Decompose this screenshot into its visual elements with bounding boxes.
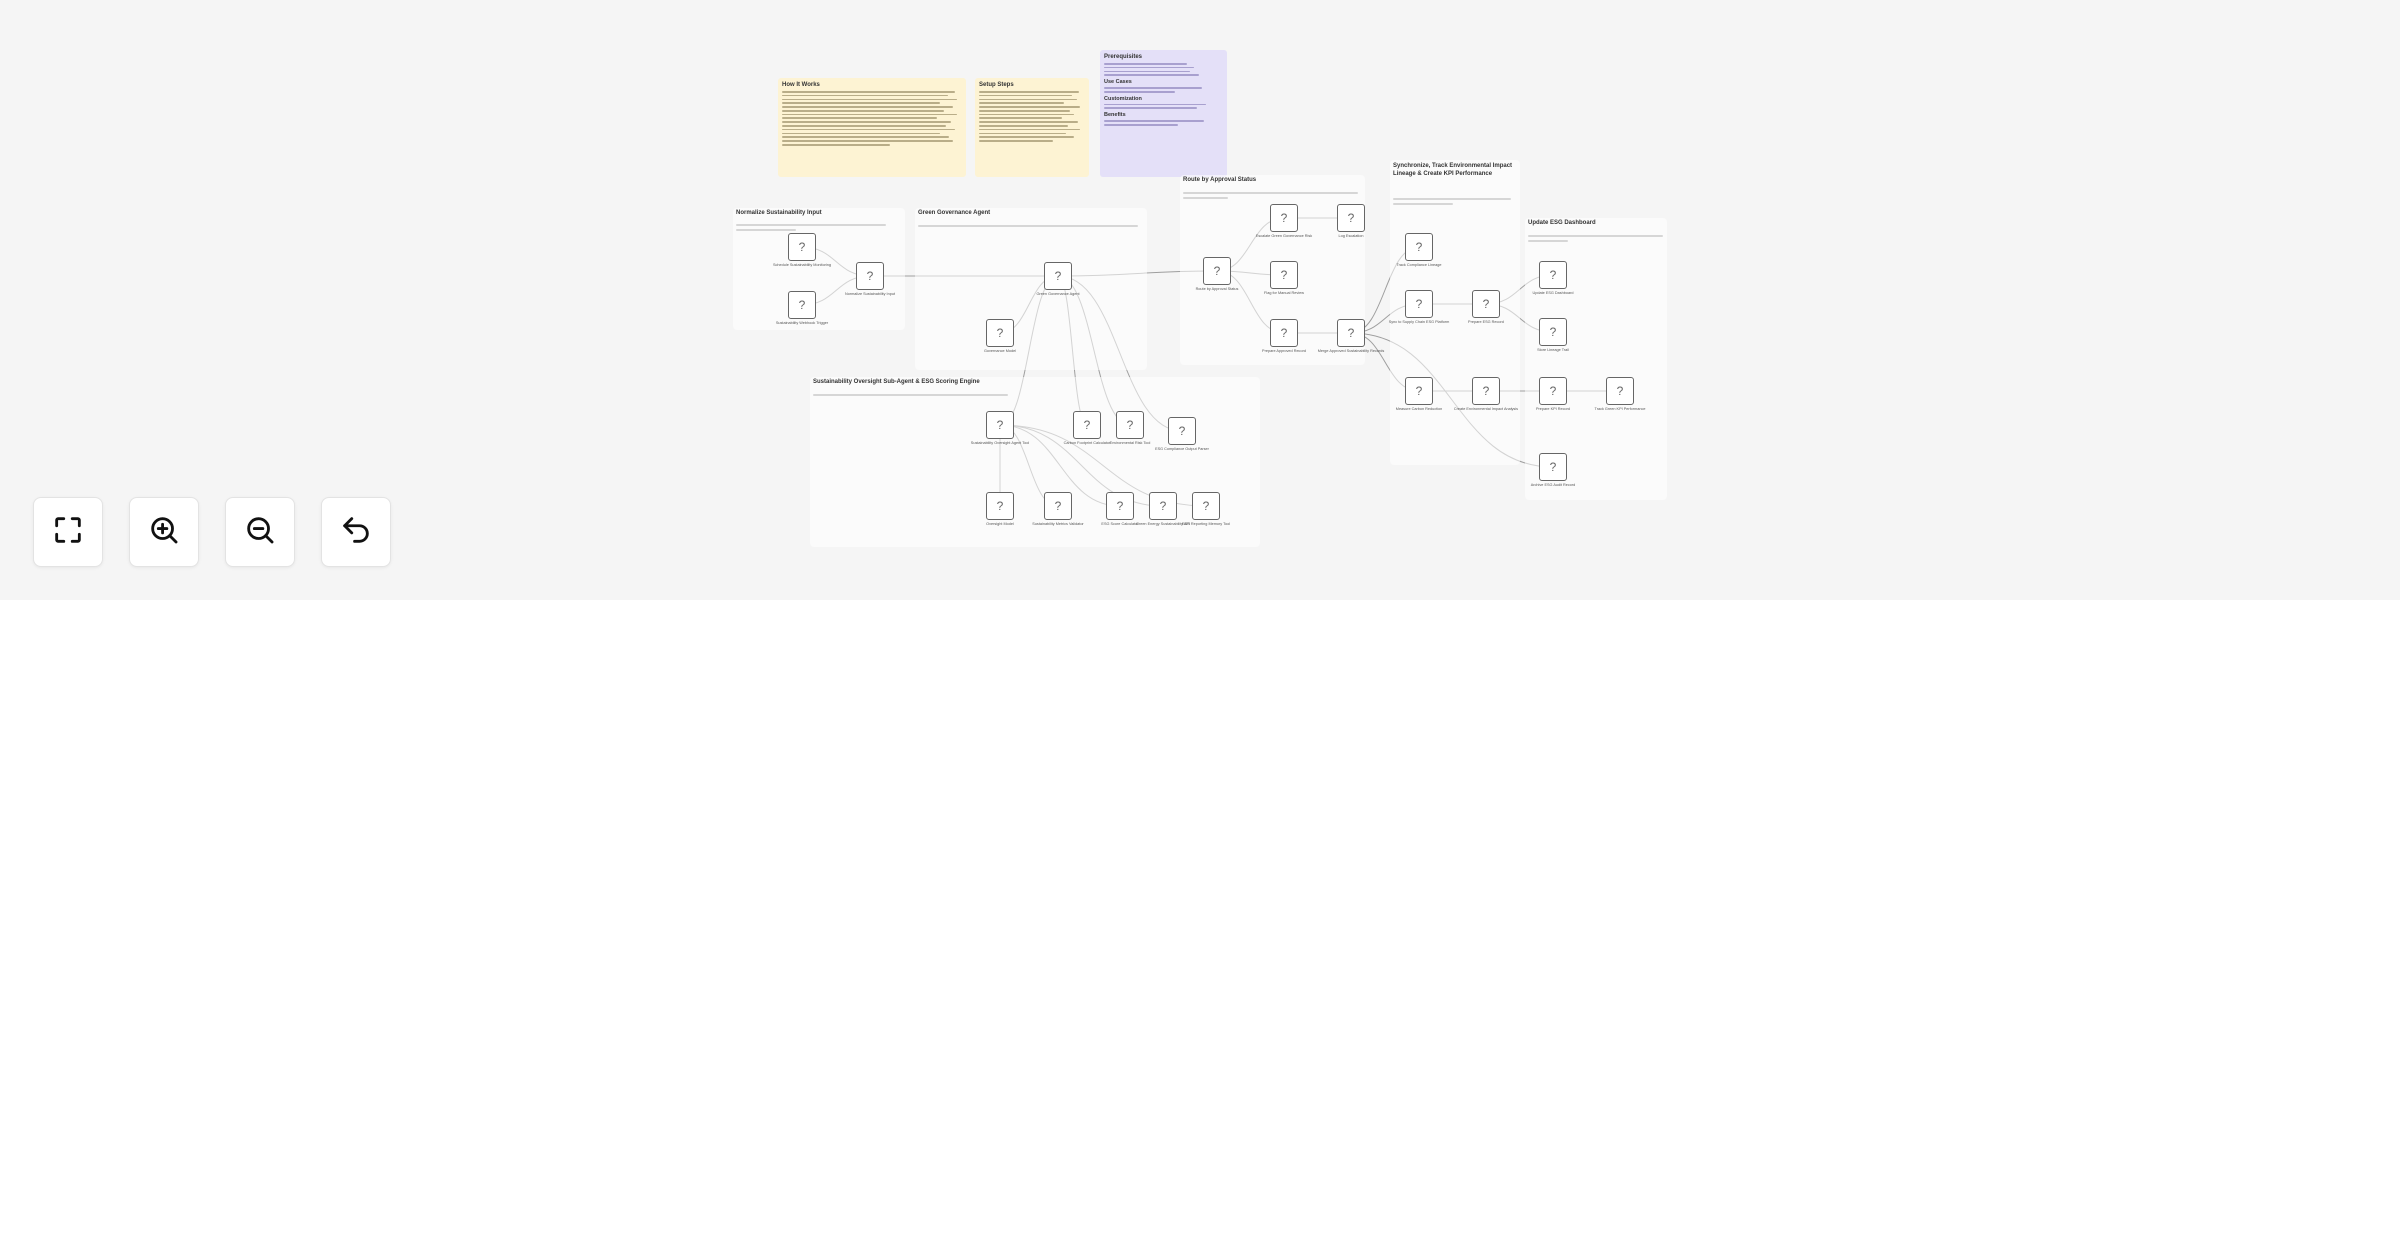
node-measure-carbon-reduction[interactable]: ? bbox=[1405, 377, 1433, 405]
node-label: Prepare KPI Record bbox=[1536, 407, 1570, 411]
node-archive-audit-record[interactable]: ? bbox=[1539, 453, 1567, 481]
node-update-esg-dashboard[interactable]: ? bbox=[1539, 261, 1567, 289]
workflow-canvas[interactable]: How It Works Setup Steps Prerequisites U… bbox=[0, 0, 2400, 600]
node-label: Create Environmental Impact Analysis bbox=[1453, 407, 1519, 411]
node-green-governance-agent[interactable]: ? bbox=[1044, 262, 1072, 290]
node-label: Store Lineage Trail bbox=[1537, 348, 1569, 352]
node-label: Prepare ESG Record bbox=[1468, 320, 1504, 324]
node-label: Flag for Manual Review bbox=[1264, 291, 1304, 295]
node-sync-supply-chain[interactable]: ? bbox=[1405, 290, 1433, 318]
node-esg-output-parser[interactable]: ? bbox=[1168, 417, 1196, 445]
node-label: Prepare Approved Record bbox=[1262, 349, 1306, 353]
node-merge-approved-records[interactable]: ? bbox=[1337, 319, 1365, 347]
node-label: Merge Approved Sustainability Records bbox=[1317, 349, 1385, 353]
group-title: Synchronize, Track Environmental Impact … bbox=[1393, 163, 1513, 177]
note-setup-steps[interactable]: Setup Steps bbox=[975, 78, 1089, 177]
node-label: Carbon Footprint Calculator bbox=[1063, 441, 1111, 445]
reset-zoom-icon bbox=[339, 513, 373, 552]
node-flag-manual-review[interactable]: ? bbox=[1270, 261, 1298, 289]
node-store-lineage-trail[interactable]: ? bbox=[1539, 318, 1567, 346]
node-label: Track Compliance Lineage bbox=[1396, 263, 1442, 267]
node-normalize-input[interactable]: ? bbox=[856, 262, 884, 290]
group-green-governance[interactable]: Green Governance Agent bbox=[915, 208, 1147, 370]
node-label: Sustainability Oversight Agent Tool bbox=[970, 441, 1030, 445]
note-prerequisites[interactable]: Prerequisites Use Cases Customization Be… bbox=[1100, 50, 1227, 177]
node-label: Normalize Sustainability Input bbox=[844, 292, 896, 296]
node-label: Governance Model bbox=[983, 349, 1017, 353]
node-label: Measure Carbon Reduction bbox=[1395, 407, 1443, 411]
reset-zoom-button[interactable] bbox=[321, 497, 391, 567]
zoom-out-button[interactable] bbox=[225, 497, 295, 567]
node-label: Oversight Model bbox=[986, 522, 1014, 526]
node-route-approval[interactable]: ? bbox=[1203, 257, 1231, 285]
fit-view-button[interactable] bbox=[33, 497, 103, 567]
node-track-green-kpi[interactable]: ? bbox=[1606, 377, 1634, 405]
node-oversight-model[interactable]: ? bbox=[986, 492, 1014, 520]
node-label: Escalate Green Governance Risk bbox=[1255, 234, 1313, 238]
node-oversight-agent-tool[interactable]: ? bbox=[986, 411, 1014, 439]
node-label: ESG Compliance Output Parser bbox=[1155, 447, 1209, 451]
note-title: Prerequisites bbox=[1104, 54, 1143, 60]
node-prepare-kpi-record[interactable]: ? bbox=[1539, 377, 1567, 405]
note-title: How It Works bbox=[782, 82, 820, 88]
node-esg-memory-tool[interactable]: ? bbox=[1192, 492, 1220, 520]
node-label: Route by Approval Status bbox=[1195, 287, 1239, 291]
node-label: Update ESG Dashboard bbox=[1532, 291, 1574, 295]
group-title: Sustainability Oversight Sub-Agent & ESG… bbox=[813, 379, 980, 385]
node-green-energy-api[interactable]: ? bbox=[1149, 492, 1177, 520]
node-prepare-approved-record[interactable]: ? bbox=[1270, 319, 1298, 347]
node-esg-score-calculator[interactable]: ? bbox=[1106, 492, 1134, 520]
node-label: Sustainability Webhook Trigger bbox=[775, 321, 829, 325]
node-label: Archive ESG Audit Record bbox=[1530, 483, 1576, 487]
note-title: Setup Steps bbox=[979, 82, 1014, 88]
node-environmental-risk-tool[interactable]: ? bbox=[1116, 411, 1144, 439]
node-governance-model[interactable]: ? bbox=[986, 319, 1014, 347]
node-label: Green Energy Sustainability API bbox=[1135, 522, 1191, 526]
node-label: Track Green KPI Performance bbox=[1594, 407, 1646, 411]
note-subtitle: Benefits bbox=[1104, 112, 1126, 119]
note-how-it-works[interactable]: How It Works bbox=[778, 78, 966, 177]
node-label: ESG Reporting Memory Tool bbox=[1181, 522, 1231, 526]
note-subtitle: Use Cases bbox=[1104, 78, 1132, 85]
zoom-in-button[interactable] bbox=[129, 497, 199, 567]
group-title: Green Governance Agent bbox=[918, 210, 991, 216]
node-label: Schedule Sustainability Monitoring bbox=[772, 263, 832, 267]
zoom-in-icon bbox=[147, 513, 181, 552]
node-webhook-trigger[interactable]: ? bbox=[788, 291, 816, 319]
node-label: Sustainability Metrics Validator bbox=[1032, 522, 1084, 526]
node-impact-analysis[interactable]: ? bbox=[1472, 377, 1500, 405]
node-label: Environmental Risk Tool bbox=[1109, 441, 1151, 445]
node-log-escalation[interactable]: ? bbox=[1337, 204, 1365, 232]
node-escalate-risk[interactable]: ? bbox=[1270, 204, 1298, 232]
group-title: Route by Approval Status bbox=[1183, 177, 1257, 183]
node-label: Sync to Supply Chain ESG Platform bbox=[1388, 320, 1450, 324]
group-oversight-scoring[interactable]: Sustainability Oversight Sub-Agent & ESG… bbox=[810, 377, 1260, 547]
node-carbon-calculator[interactable]: ? bbox=[1073, 411, 1101, 439]
node-label: ESG Score Calculator bbox=[1101, 522, 1139, 526]
group-title: Update ESG Dashboard bbox=[1528, 220, 1596, 226]
note-subtitle: Customization bbox=[1104, 95, 1142, 102]
node-metrics-validator[interactable]: ? bbox=[1044, 492, 1072, 520]
zoom-out-icon bbox=[243, 513, 277, 552]
node-label: Green Governance Agent bbox=[1036, 292, 1080, 296]
node-schedule-monitoring[interactable]: ? bbox=[788, 233, 816, 261]
node-prepare-esg-record[interactable]: ? bbox=[1472, 290, 1500, 318]
group-title: Normalize Sustainability Input bbox=[736, 210, 822, 216]
fit-view-icon bbox=[51, 513, 85, 552]
node-track-compliance-lineage[interactable]: ? bbox=[1405, 233, 1433, 261]
node-label: Log Escalation bbox=[1338, 234, 1364, 238]
